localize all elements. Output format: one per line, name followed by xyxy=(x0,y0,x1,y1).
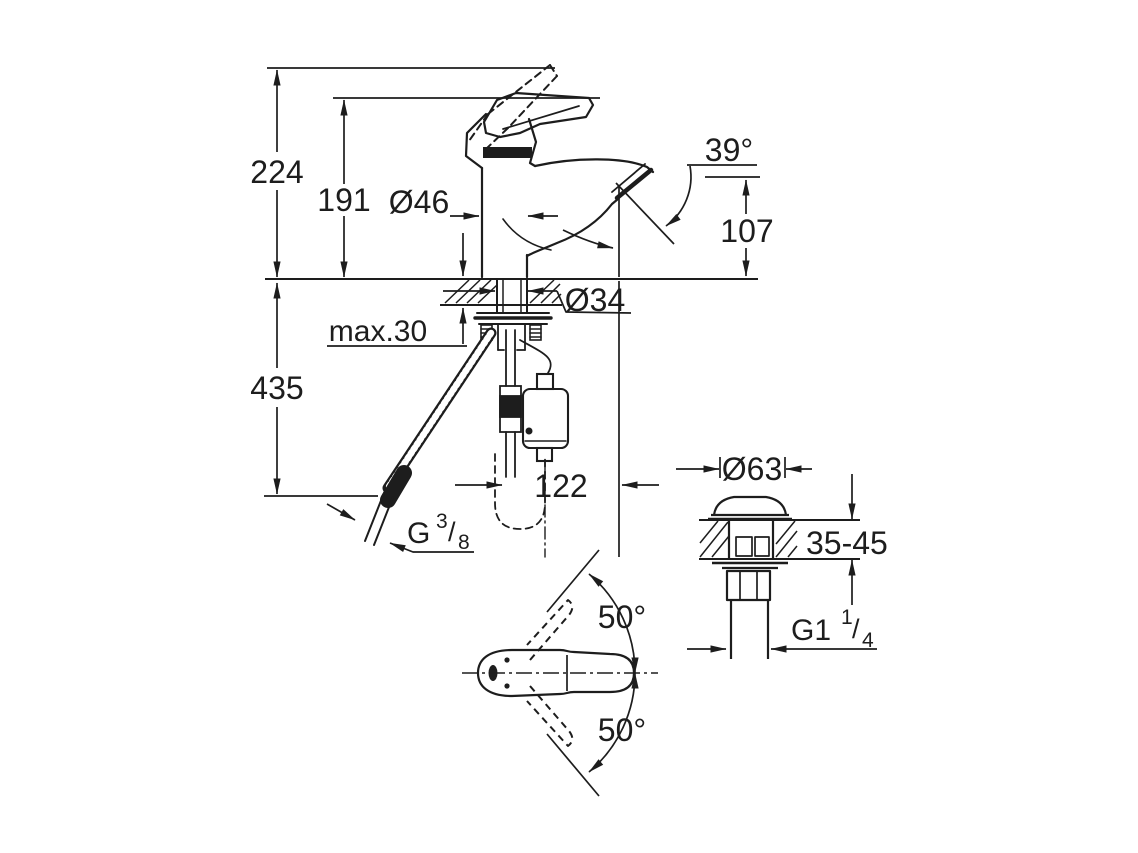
label-swing-down: 50° xyxy=(598,712,646,748)
label-waste-deck-thickness: 35-45 xyxy=(806,525,888,561)
svg-text:/: / xyxy=(448,517,456,547)
pop-up-rod xyxy=(499,329,522,478)
leader-g38-b xyxy=(389,542,474,553)
control-cable xyxy=(519,339,552,374)
faucet-outline xyxy=(464,64,655,279)
hose-loop-dashed xyxy=(494,453,546,530)
svg-text:3: 3 xyxy=(436,510,448,533)
mounting-flange xyxy=(473,312,553,325)
mounting-deck xyxy=(265,277,758,307)
label-max-deck: max.30 xyxy=(329,315,427,348)
label-shank-diameter: Ø34 xyxy=(565,282,625,318)
waste-deck-hatching xyxy=(699,520,798,558)
handle-plan-up-dashed xyxy=(526,599,574,661)
svg-text:4: 4 xyxy=(862,629,874,652)
inline-control-box xyxy=(521,372,570,463)
svg-text:G: G xyxy=(407,517,430,550)
lever-raised-dashed xyxy=(468,64,558,150)
arc-50-bottom xyxy=(588,672,639,773)
label-total-height: 224 xyxy=(250,154,303,190)
handle-joint-band xyxy=(483,147,532,158)
label-spout-height: 107 xyxy=(720,213,773,249)
under-deck-assembly xyxy=(364,278,570,558)
spout-top-edge xyxy=(533,158,655,174)
label-swing-up: 50° xyxy=(598,599,646,635)
arc-39 xyxy=(665,165,692,227)
handle-top-view xyxy=(462,599,658,747)
cartridge-dome-right xyxy=(527,117,538,168)
hose-tube-right xyxy=(373,496,394,546)
lever-handle xyxy=(482,91,595,139)
waste-locknut xyxy=(725,569,772,602)
label-waste-thread: G1 1 / 4 xyxy=(791,606,874,652)
label-height-to-lever: 191 xyxy=(317,182,370,218)
spout-underside xyxy=(525,197,620,258)
cartridge-dome-left xyxy=(464,112,488,170)
arc-50-top xyxy=(588,573,639,674)
spout-inner-contour xyxy=(502,218,552,251)
hose-collar-nut xyxy=(380,465,412,508)
spout-mouth-face xyxy=(614,167,654,201)
label-waste-cap-diameter: Ø63 xyxy=(722,451,782,487)
label-stream-angle: 39° xyxy=(705,132,753,168)
line-50-bottom xyxy=(546,733,600,797)
leader-d34 xyxy=(556,290,632,314)
label-body-diameter: Ø46 xyxy=(389,184,449,220)
waste-slot-left xyxy=(735,536,753,557)
svg-text:G1: G1 xyxy=(791,614,831,647)
svg-text:8: 8 xyxy=(458,531,470,554)
dimension-lines xyxy=(264,67,877,797)
waste-cap-dome xyxy=(712,495,788,516)
label-supply-thread: G 3 / 8 xyxy=(407,510,470,554)
hose-tube-left xyxy=(364,492,385,542)
flow-arrow xyxy=(562,229,614,249)
svg-text:/: / xyxy=(852,614,860,644)
handle-plan-down-dashed xyxy=(526,685,574,747)
waste-slot-right xyxy=(754,536,770,557)
spout-mouth-inner xyxy=(611,163,646,193)
label-supply-length: 435 xyxy=(250,370,303,406)
deck-hatching xyxy=(444,279,562,304)
dimension-labels: 224 191 Ø46 39° 107 Ø34 max.30 435 122 Ø… xyxy=(250,132,888,748)
lever-inner-line xyxy=(502,105,580,130)
label-spout-projection: 122 xyxy=(534,468,587,504)
waste-fitting xyxy=(699,495,860,659)
flex-hose-braid-texture xyxy=(384,329,495,492)
leader-g38-a xyxy=(326,503,356,521)
svg-text:1: 1 xyxy=(841,606,853,629)
shank-tailpiece xyxy=(497,324,526,351)
line-50-top xyxy=(546,549,600,613)
